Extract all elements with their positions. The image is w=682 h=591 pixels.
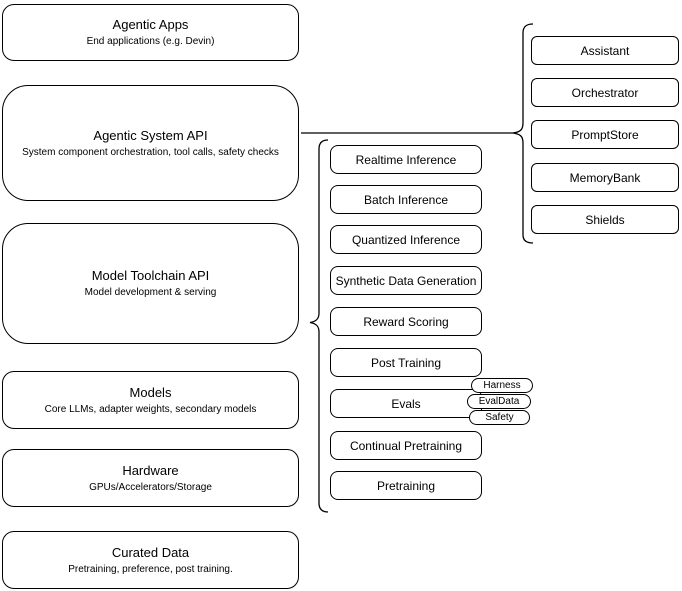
toolchain-item-reward-scoring: Reward Scoring	[330, 307, 482, 336]
toolchain-item-pretraining: Pretraining	[330, 471, 482, 500]
layer-box-hardware: Hardware GPUs/Accelerators/Storage	[2, 449, 299, 507]
component-box-orchestrator: Orchestrator	[531, 78, 679, 107]
layer-subtitle: Model development & serving	[84, 287, 217, 298]
eval-pill-harness: Harness	[471, 378, 533, 393]
component-box-shields: Shields	[531, 205, 679, 234]
layer-title: Models	[129, 384, 172, 400]
toolchain-item-quantized-inference: Quantized Inference	[330, 225, 482, 254]
layer-subtitle: Core LLMs, adapter weights, secondary mo…	[44, 403, 257, 415]
toolchain-item-continual-pretraining: Continual Pretraining	[330, 431, 482, 460]
layer-title: Agentic System API	[93, 127, 208, 143]
component-box-promptstore: PromptStore	[531, 120, 679, 149]
layer-title: Model Toolchain API	[91, 268, 210, 283]
layer-subtitle: Pretraining, preference, post training.	[68, 563, 233, 575]
toolchain-brace	[309, 139, 329, 513]
toolchain-item-batch-inference: Batch Inference	[330, 185, 482, 214]
toolchain-item-post-training: Post Training	[330, 348, 482, 377]
layer-title: Agentic Apps	[112, 17, 189, 32]
layer-box-agentic-system-api: Agentic System API System component orch…	[2, 85, 299, 201]
layer-box-agentic-apps: Agentic Apps End applications (e.g. Devi…	[2, 4, 299, 61]
layer-box-curated-data: Curated Data Pretraining, preference, po…	[2, 531, 299, 589]
eval-pill-safety: Safety	[469, 410, 530, 425]
components-brace	[512, 23, 534, 244]
layer-subtitle: System component orchestration, tool cal…	[22, 146, 279, 158]
layer-title: Hardware	[122, 462, 179, 478]
toolchain-item-realtime-inference: Realtime Inference	[330, 145, 482, 174]
layer-box-model-toolchain-api: Model Toolchain API Model development & …	[2, 223, 299, 344]
layer-subtitle: GPUs/Accelerators/Storage	[89, 481, 212, 493]
toolchain-item-evals: Evals	[330, 389, 482, 418]
layer-subtitle: End applications (e.g. Devin)	[86, 36, 215, 47]
toolchain-item-synthetic-data-generation: Synthetic Data Generation	[330, 266, 482, 295]
layer-box-models: Models Core LLMs, adapter weights, secon…	[2, 371, 299, 429]
component-box-memorybank: MemoryBank	[531, 163, 679, 192]
eval-pill-evaldata: EvalData	[467, 394, 531, 409]
layer-title: Curated Data	[111, 544, 190, 560]
component-box-assistant: Assistant	[531, 36, 679, 65]
